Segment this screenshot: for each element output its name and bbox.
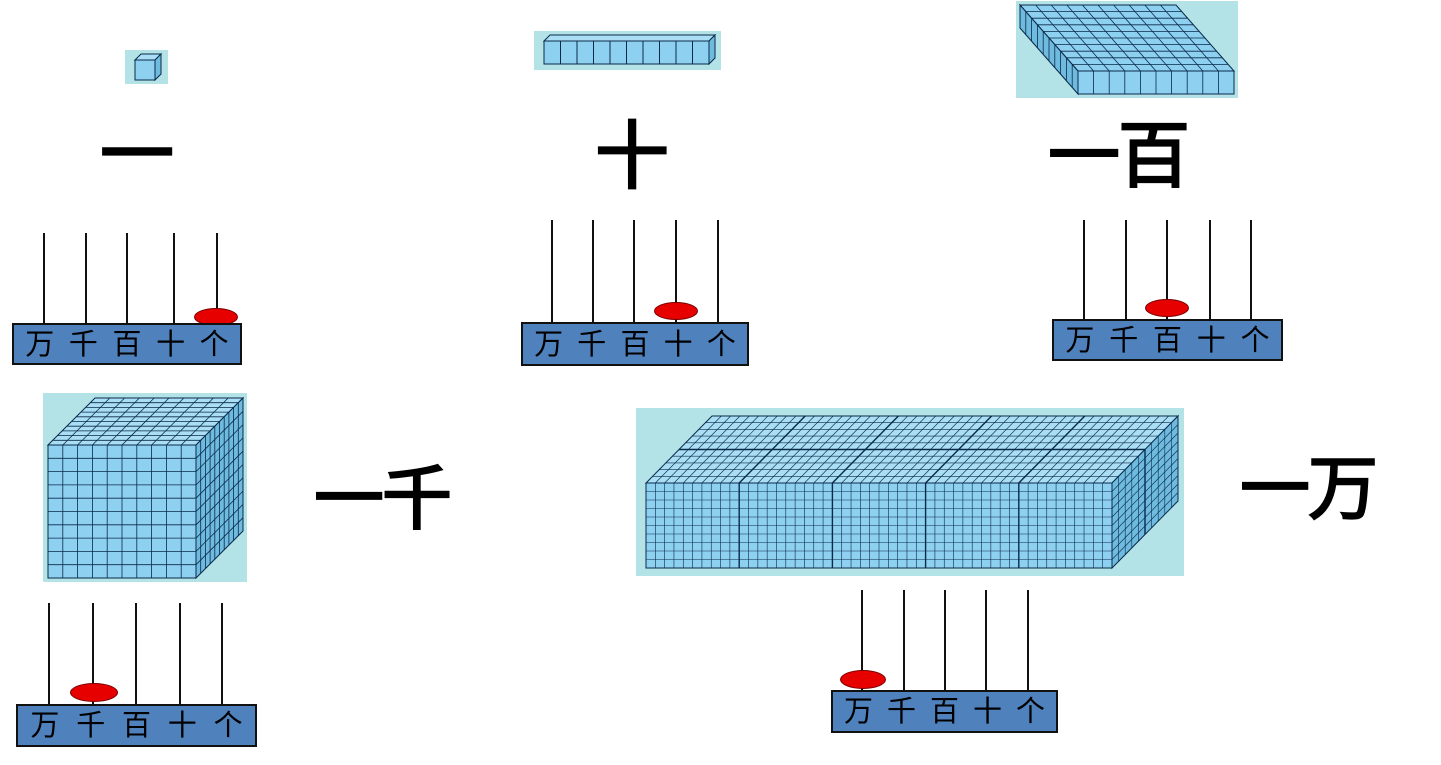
thousand-cube-icon — [46, 396, 245, 580]
place-value-base: 万 千 百 十 个 — [831, 690, 1058, 733]
place-label-bai: 百 — [1152, 322, 1182, 357]
abacus-rod — [717, 220, 719, 324]
number-label-hundred: 一百 — [1048, 114, 1190, 198]
place-value-base: 万 千 百 十 个 — [1052, 319, 1283, 361]
abacus-rod — [551, 220, 553, 324]
abacus-rod — [179, 603, 181, 705]
place-label-bai: 百 — [121, 708, 151, 742]
place-label-wan: 万 — [843, 694, 873, 728]
hundred-flat-icon — [1018, 3, 1236, 96]
abacus-rod — [126, 233, 128, 325]
place-label-ge: 个 — [1240, 322, 1270, 357]
place-label-wan: 万 — [30, 708, 60, 742]
place-label-wan: 万 — [25, 326, 55, 361]
abacus-rod — [135, 603, 137, 705]
place-label-qian: 千 — [886, 694, 916, 728]
abacus-rod — [903, 590, 905, 691]
place-label-bai: 百 — [620, 326, 650, 361]
place-label-qian: 千 — [76, 708, 106, 742]
place-label-shi: 十 — [156, 326, 186, 361]
abacus-bead — [1145, 299, 1189, 317]
place-value-base: 万 千 百 十 个 — [521, 322, 749, 366]
place-value-base: 万 千 百 十 个 — [12, 323, 242, 365]
number-label-thousand: 一千 — [314, 458, 452, 540]
abacus-rod — [1083, 220, 1085, 320]
place-label-qian: 千 — [577, 326, 607, 361]
place-label-ge: 个 — [213, 708, 243, 742]
abacus-rod — [1027, 590, 1029, 691]
ten-rod-icon — [542, 33, 717, 66]
abacus-rod — [1166, 220, 1168, 320]
place-label-qian: 千 — [1109, 322, 1139, 357]
place-value-base: 万 千 百 十 个 — [16, 704, 257, 747]
abacus-rod — [1209, 220, 1211, 320]
place-label-shi: 十 — [1196, 322, 1226, 357]
abacus-hundred: 万 千 百 十 个 — [1052, 220, 1283, 361]
abacus-rod — [861, 590, 863, 691]
abacus-rod — [48, 603, 50, 705]
abacus-thousand: 万 千 百 十 个 — [16, 603, 257, 747]
abacus-one: 万 千 百 十 个 — [12, 233, 242, 365]
abacus-rod — [43, 233, 45, 325]
abacus-bead — [70, 683, 118, 702]
place-label-shi: 十 — [972, 694, 1002, 728]
abacus-bead — [840, 670, 886, 689]
unit-cube-icon — [133, 52, 163, 82]
place-label-shi: 十 — [167, 708, 197, 742]
abacus-rod — [173, 233, 175, 325]
place-label-wan: 万 — [534, 326, 564, 361]
abacus-rod — [221, 603, 223, 705]
ten-thousand-block-icon — [644, 414, 1180, 570]
place-label-ge: 个 — [199, 326, 229, 361]
abacus-rod — [85, 233, 87, 325]
number-label-ten: 十 — [595, 114, 669, 200]
place-label-ge: 个 — [1015, 694, 1045, 728]
abacus-ten-thousand: 万 千 百 十 个 — [831, 590, 1058, 733]
abacus-rod — [944, 590, 946, 691]
abacus-rod — [592, 220, 594, 324]
place-label-shi: 十 — [663, 326, 693, 361]
number-label-one: 一 — [100, 112, 174, 198]
abacus-rod — [1250, 220, 1252, 320]
place-label-ge: 个 — [706, 326, 736, 361]
number-label-ten-thousand: 一万 — [1240, 448, 1378, 530]
abacus-rod — [985, 590, 987, 691]
abacus-rod — [633, 220, 635, 324]
place-label-wan: 万 — [1065, 322, 1095, 357]
abacus-bead — [654, 302, 698, 320]
abacus-rod — [1125, 220, 1127, 320]
abacus-ten: 万 千 百 十 个 — [521, 220, 749, 366]
place-label-bai: 百 — [929, 694, 959, 728]
place-label-bai: 百 — [112, 326, 142, 361]
abacus-rod — [92, 603, 94, 705]
abacus-rod — [675, 220, 677, 324]
abacus-rod — [216, 233, 218, 325]
place-label-qian: 千 — [68, 326, 98, 361]
